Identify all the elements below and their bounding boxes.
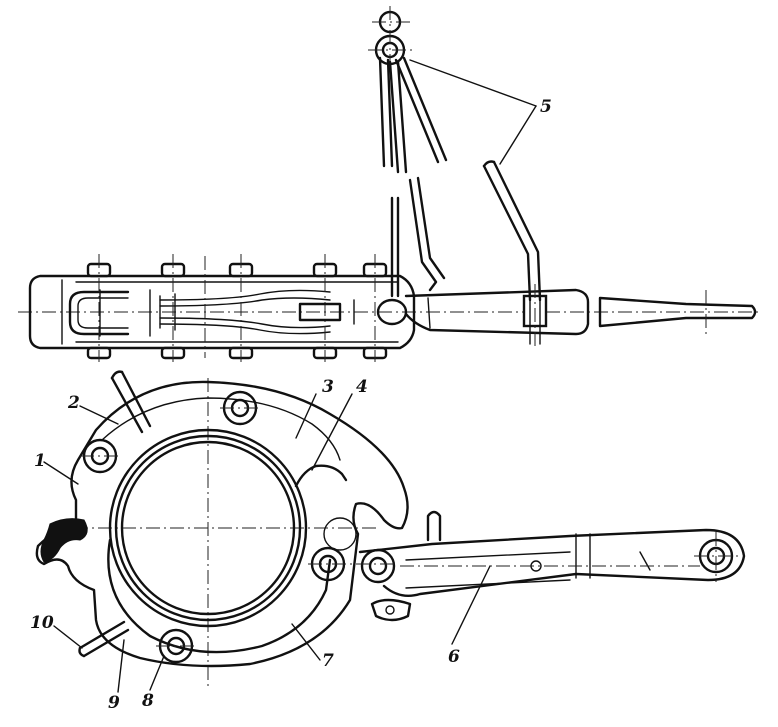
hook-tongue	[40, 518, 88, 563]
rod-pin-10	[78, 620, 130, 658]
label-7: 7	[322, 651, 334, 671]
leader-10	[53, 625, 83, 649]
top-view	[18, 160, 760, 362]
rod-pin-2	[110, 370, 152, 434]
label-9: 9	[108, 693, 120, 713]
leader-9	[117, 639, 125, 693]
hinge-eye	[376, 298, 408, 326]
leader-8	[149, 655, 165, 691]
leader-5a	[409, 59, 537, 107]
leader-6	[451, 565, 491, 645]
label-6: 6	[448, 647, 460, 667]
label-4: 4	[356, 377, 368, 397]
ring-outer	[108, 428, 308, 628]
rod-3	[482, 164, 532, 302]
handle-tube-plan	[404, 288, 590, 336]
u-bracket	[68, 290, 130, 336]
callouts: 1 2 3 4 5 6 7 8 9 10	[30, 59, 552, 713]
hook-rod-a	[378, 56, 394, 168]
leader-2	[79, 405, 119, 425]
handle-lug	[370, 598, 412, 622]
rod-2	[408, 178, 438, 292]
hook-detail	[368, 6, 448, 174]
leader-4	[311, 393, 353, 471]
leader-1	[43, 461, 79, 485]
leader-7	[291, 623, 321, 661]
handle-pin	[426, 510, 442, 542]
label-8: 8	[141, 691, 154, 711]
label-2: 2	[67, 393, 80, 413]
label-3: 3	[322, 377, 334, 397]
latch-arm	[294, 464, 348, 488]
hook-rod-b	[388, 60, 408, 174]
label-10: 10	[30, 613, 54, 633]
tip-extension	[598, 296, 757, 328]
label-5: 5	[540, 97, 552, 117]
clamp-housing	[35, 380, 409, 668]
side-view	[35, 370, 746, 690]
leader-5b	[499, 105, 537, 165]
label-1: 1	[34, 451, 46, 471]
ring-inner	[120, 440, 296, 616]
plan-bolts	[86, 254, 388, 362]
leader-3	[295, 393, 317, 439]
hook-rod-c	[394, 56, 448, 164]
clamp-body-plan	[28, 274, 416, 350]
lever-handle	[358, 528, 746, 597]
jaw-lower	[107, 538, 332, 654]
